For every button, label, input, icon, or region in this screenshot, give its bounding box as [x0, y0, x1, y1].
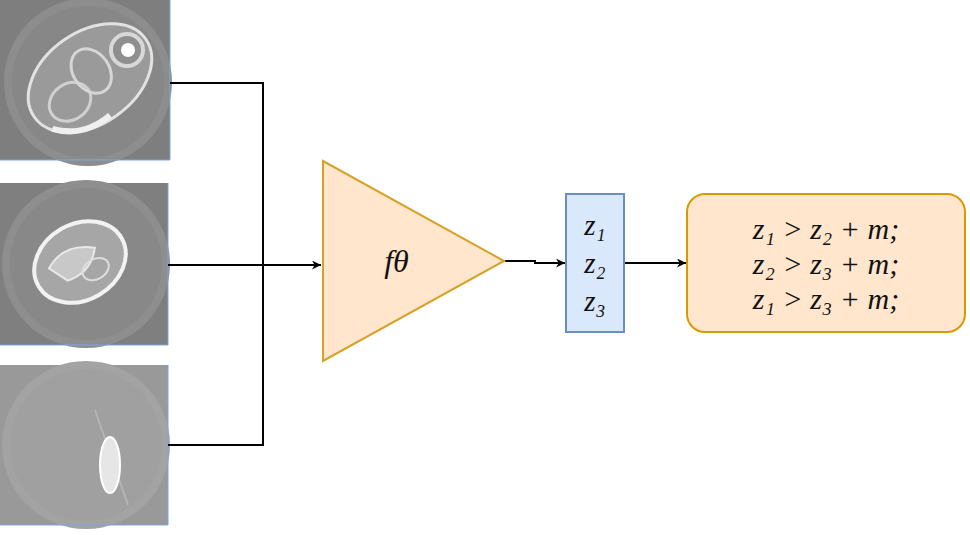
node-text: fθ	[384, 243, 409, 279]
node-text: z₁ > z₃ + m;	[753, 281, 899, 316]
ranking-constraints: z₁ > z₂ + m;z₂ > z₃ + m;z₁ > z₃ + m;	[686, 193, 966, 333]
embedding-vector: z₁z₂z₃	[565, 193, 625, 333]
arrow-connector	[625, 262, 686, 264]
node-text: z₃	[584, 282, 605, 320]
encoder-triangle-outline	[322, 160, 505, 362]
arrow-connector	[505, 261, 565, 263]
ct-slice-image	[0, 0, 172, 166]
ct-slice-image	[0, 180, 170, 348]
encoder-triangle: fθ	[322, 160, 505, 362]
node-text: z₁ > z₂ + m;	[753, 211, 899, 246]
node-text: z₂	[584, 244, 605, 282]
node-text: z₁	[584, 206, 605, 244]
input-wires	[168, 83, 321, 445]
node-text: z₂ > z₃ + m;	[753, 246, 899, 281]
ct-slice-image	[0, 361, 170, 529]
